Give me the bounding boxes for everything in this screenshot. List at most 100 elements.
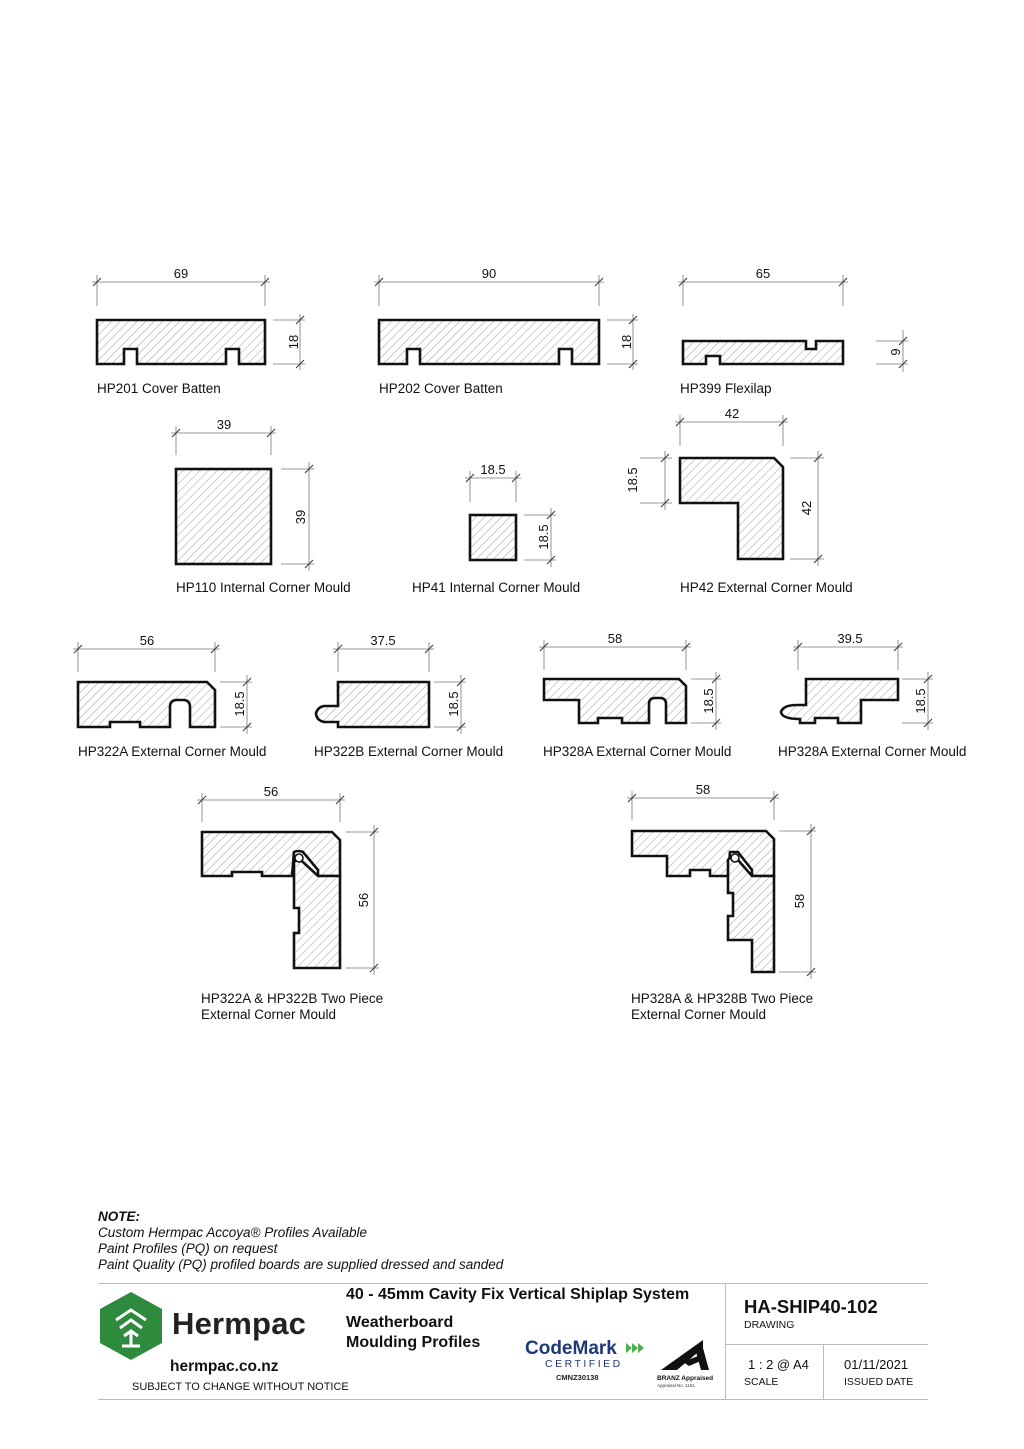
hp42-height-dim: 42 bbox=[790, 451, 824, 566]
website-link[interactable]: hermpac.co.nz bbox=[170, 1358, 279, 1375]
hp399-width-value: 65 bbox=[756, 266, 770, 281]
hp110-height-value: 39 bbox=[293, 510, 308, 524]
hp322b-height-dim: 18.5 bbox=[434, 675, 466, 734]
hp399-height-value: 9 bbox=[888, 348, 903, 355]
disclaimer: SUBJECT TO CHANGE WITHOUT NOTICE bbox=[132, 1381, 349, 1393]
hp328a-height-dim: 18.5 bbox=[691, 672, 721, 730]
hp328a-label: HP328A External Corner Mould bbox=[543, 744, 731, 759]
note-line-2: Paint Profiles (PQ) on request bbox=[98, 1241, 278, 1256]
branz-appraised-icon: BRANZ Appraised Appraisal No. 1181 bbox=[657, 1340, 713, 1388]
hp42-leg-dim: 18.5 bbox=[625, 451, 672, 510]
hp110-width-dim: 39 bbox=[171, 417, 276, 455]
hp328a-width-value: 58 bbox=[608, 631, 622, 646]
hp322b-width-dim: 37.5 bbox=[333, 633, 434, 672]
brand-name: Hermpac bbox=[172, 1306, 307, 1341]
hp399-width-dim: 65 bbox=[678, 266, 848, 306]
hp322a-width-value: 56 bbox=[140, 633, 154, 648]
codemark-sub: CERTIFIED bbox=[545, 1358, 623, 1370]
hp322a-height-value: 18.5 bbox=[232, 691, 247, 716]
two322-piece-b bbox=[292, 858, 342, 970]
hp201-height-value: 18 bbox=[286, 335, 301, 349]
title-block-divider-v2 bbox=[823, 1344, 824, 1399]
hp201-profile bbox=[95, 318, 267, 366]
hp322a-height-dim: 18.5 bbox=[220, 675, 252, 734]
hp328b-height-dim: 18.5 bbox=[902, 672, 933, 730]
hp201-height-dim: 18 bbox=[273, 314, 305, 370]
two328-width-value: 58 bbox=[696, 782, 710, 797]
two328-height-dim: 58 bbox=[779, 824, 816, 979]
note-line-1: Custom Hermpac Accoya® Profiles Availabl… bbox=[98, 1225, 368, 1240]
hp110-width-value: 39 bbox=[217, 417, 231, 432]
hp202-height-dim: 18 bbox=[607, 314, 638, 370]
hp322a-external-corner-mould: 56 18.5 HP322A External Corner Mould bbox=[73, 633, 266, 759]
hp201-width-value: 69 bbox=[174, 266, 188, 281]
hp328b-profile bbox=[779, 677, 900, 725]
hp42-width-value: 42 bbox=[725, 406, 739, 421]
hp41-label: HP41 Internal Corner Mould bbox=[412, 580, 580, 595]
hermpac-logo-icon bbox=[100, 1292, 162, 1360]
drawing-number: HA-SHIP40-102 bbox=[744, 1296, 878, 1317]
branz-number: Appraisal No. 1181 bbox=[657, 1383, 695, 1388]
two328-label-line2: External Corner Mould bbox=[631, 1007, 766, 1022]
hp42-leg-value: 18.5 bbox=[625, 467, 640, 492]
hp328b-label: HP328A External Corner Mould bbox=[778, 744, 966, 759]
hp322b-profile bbox=[314, 680, 431, 729]
title-block-divider-h bbox=[725, 1344, 928, 1345]
hp322a-profile bbox=[76, 680, 217, 729]
hp110-internal-corner-mould: 39 39 HP110 Internal Corner Mould bbox=[171, 417, 351, 595]
title-block-divider bbox=[725, 1284, 726, 1399]
two322-height-value: 56 bbox=[356, 893, 371, 907]
hp41-width-dim: 18.5 bbox=[465, 462, 521, 502]
hp328-two-piece-external-corner: 58 58 HP328A & HP328B Two Piece External… bbox=[627, 782, 816, 1022]
hp322b-external-corner-mould: 37.5 18.5 HP322B External Corner Mould bbox=[314, 633, 503, 759]
title-block: Hermpac hermpac.co.nz SUBJECT TO CHANGE … bbox=[98, 1283, 928, 1400]
scale-value: 1 : 2 @ A4 bbox=[748, 1357, 809, 1372]
two322-width-value: 56 bbox=[264, 784, 278, 799]
codemark-certified-icon: CodeMark CERTIFIED CMNZ30138 bbox=[525, 1338, 644, 1382]
hp41-width-value: 18.5 bbox=[480, 462, 505, 477]
hp328a-profile bbox=[542, 677, 688, 725]
hp201-width-dim: 69 bbox=[92, 266, 270, 306]
two328-height-value: 58 bbox=[792, 894, 807, 908]
two322-height-dim: 56 bbox=[346, 825, 379, 975]
system-title: 40 - 45mm Cavity Fix Vertical Shiplap Sy… bbox=[346, 1286, 690, 1303]
note-heading: NOTE: bbox=[98, 1209, 140, 1224]
hp328b-width-dim: 39.5 bbox=[793, 631, 903, 670]
two328-label-line1: HP328A & HP328B Two Piece bbox=[631, 991, 813, 1006]
hp322a-label: HP322A External Corner Mould bbox=[78, 744, 266, 759]
hp328a-width-dim: 58 bbox=[539, 631, 691, 670]
hp202-label: HP202 Cover Batten bbox=[379, 381, 503, 396]
two322-piece-a bbox=[200, 830, 342, 878]
hp399-profile bbox=[681, 339, 845, 366]
hp322b-height-value: 18.5 bbox=[446, 691, 461, 716]
hp322a-width-dim: 56 bbox=[73, 633, 220, 672]
hp399-flexilap: 65 9 HP399 Flexilap bbox=[678, 266, 908, 396]
drawing-label: DRAWING bbox=[744, 1319, 795, 1331]
hp110-label: HP110 Internal Corner Mould bbox=[176, 580, 351, 595]
hp41-height-value: 18.5 bbox=[536, 524, 551, 549]
hp41-internal-corner-mould: 18.5 18.5 HP41 Internal Corner Mould bbox=[412, 462, 580, 595]
two328-piece-a bbox=[630, 829, 776, 878]
hp110-height-dim: 39 bbox=[281, 462, 314, 571]
hp328b-width-value: 39.5 bbox=[837, 631, 862, 646]
codemark-name: CodeMark bbox=[525, 1338, 617, 1359]
scale-label: SCALE bbox=[744, 1376, 779, 1388]
hp42-height-value: 42 bbox=[799, 501, 814, 515]
hp41-profile bbox=[468, 513, 518, 562]
hp42-external-corner-mould: 42 18.5 42 HP42 External Corner Mould bbox=[625, 406, 853, 595]
two328-width-dim: 58 bbox=[627, 782, 779, 820]
hp322-two-piece-external-corner: 56 56 HP322A & HP322B Two Piece External… bbox=[197, 784, 383, 1022]
issued-date-label: ISSUED DATE bbox=[844, 1376, 914, 1388]
hp322b-label: HP322B External Corner Mould bbox=[314, 744, 503, 759]
hp42-label: HP42 External Corner Mould bbox=[680, 580, 853, 595]
hp399-height-dim: 9 bbox=[876, 330, 908, 372]
hp399-label: HP399 Flexilap bbox=[680, 381, 772, 396]
hp322b-width-value: 37.5 bbox=[370, 633, 395, 648]
hp328a-external-corner-mould: 58 18.5 HP328A External Corner Mould bbox=[539, 631, 731, 759]
hp110-profile bbox=[174, 467, 273, 566]
hp202-profile bbox=[377, 318, 601, 366]
codemark-number: CMNZ30138 bbox=[556, 1373, 599, 1382]
hp201-label: HP201 Cover Batten bbox=[97, 381, 221, 396]
sheet-title: Weatherboard Moulding Profiles bbox=[346, 1314, 481, 1351]
